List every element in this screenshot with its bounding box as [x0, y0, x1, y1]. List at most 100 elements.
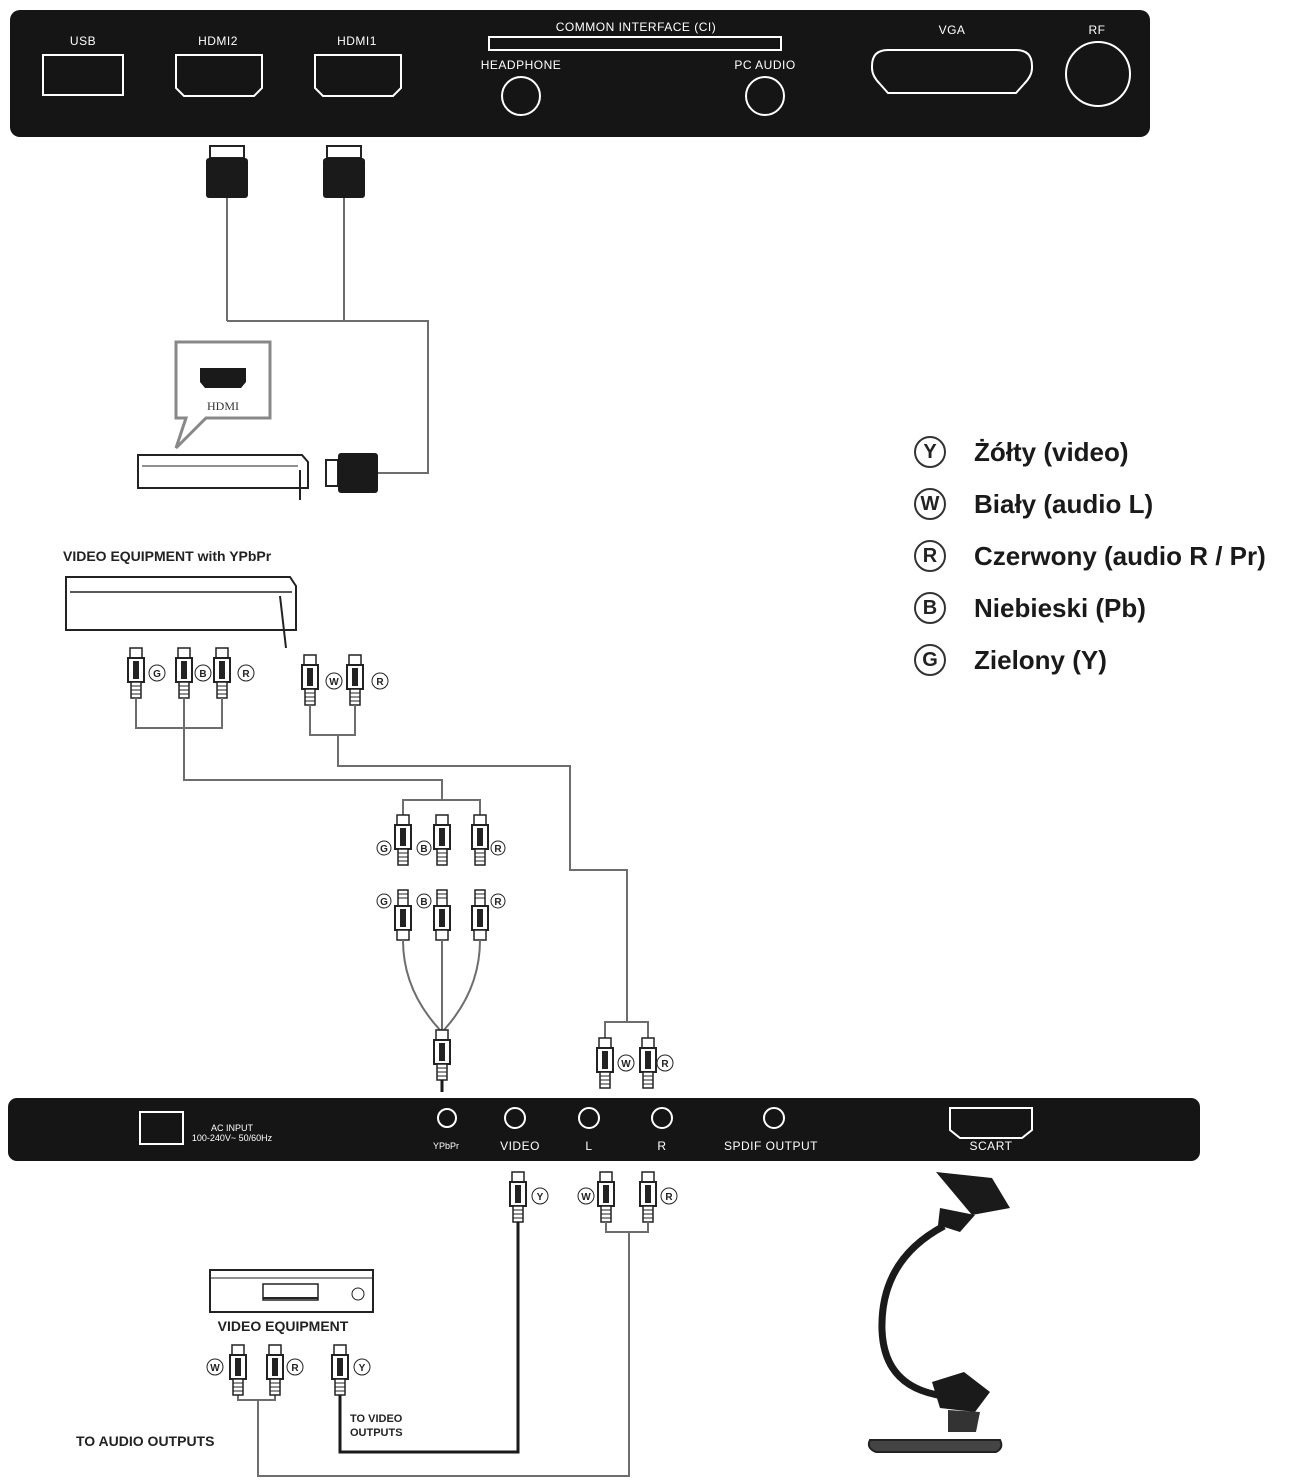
pc-audio-jack — [745, 76, 785, 116]
hdmi2-label: HDMI2 — [198, 34, 238, 48]
hdmi-cables — [206, 145, 429, 474]
svg-text:W: W — [329, 677, 339, 688]
legend-text: Niebieski (Pb) — [974, 592, 1146, 623]
video-jack — [504, 1107, 526, 1129]
badge-b-top: B — [194, 664, 212, 682]
scart-cable — [867, 1172, 1010, 1453]
ac-input-voltage: 100-240V~ 50/60Hz — [192, 1133, 273, 1143]
hdmi-source-device — [137, 454, 309, 489]
legend-badge: G — [914, 644, 946, 676]
svg-text:G: G — [380, 844, 388, 855]
hdmi-speech-bubble — [174, 340, 272, 450]
badge-g-mid2: G — [376, 893, 392, 909]
badge-g-top: G — [148, 664, 166, 682]
badge-w-equip: W — [206, 1358, 224, 1376]
scart-port — [949, 1107, 1033, 1139]
ypbpr-jack — [437, 1108, 457, 1128]
svg-text:Y: Y — [537, 1192, 544, 1203]
badge-r-audio-out: R — [660, 1187, 678, 1205]
hdmi1-label: HDMI1 — [337, 34, 377, 48]
svg-text:R: R — [494, 844, 502, 855]
color-legend: Y Żółty (video) W Biały (audio L) R Czer… — [914, 426, 1266, 686]
spdif-jack — [763, 1107, 785, 1129]
badge-r-top: R — [237, 664, 255, 682]
badge-r-mid1: R — [490, 840, 506, 856]
svg-text:R: R — [665, 1192, 673, 1203]
badge-r-mid2: R — [490, 893, 506, 909]
svg-text:B: B — [420, 844, 427, 855]
audio-l-label: L — [585, 1139, 592, 1153]
legend-item-yellow: Y Żółty (video) — [914, 426, 1266, 478]
badge-r-top2: R — [371, 672, 389, 690]
legend-badge: R — [914, 540, 946, 572]
to-video-outputs-label-1: TO VIDEO — [350, 1413, 403, 1425]
legend-badge: B — [914, 592, 946, 624]
hdmi-plug — [338, 453, 378, 493]
badge-r-equip: R — [286, 1358, 304, 1376]
hdmi-device: HDMI — [137, 340, 378, 500]
video-equipment-title: VIDEO EQUIPMENT — [218, 1318, 349, 1334]
legend-badge: W — [914, 488, 946, 520]
ci-slot — [488, 36, 782, 51]
video-label: VIDEO — [500, 1139, 540, 1153]
svg-text:G: G — [153, 669, 161, 680]
rf-label: RF — [1089, 23, 1106, 37]
badge-g-mid1: G — [376, 840, 392, 856]
usb-label: USB — [70, 34, 96, 48]
svg-text:B: B — [199, 669, 206, 680]
headphone-label: HEADPHONE — [481, 58, 562, 72]
component-adapter — [394, 799, 489, 1092]
to-video-outputs-label-2: OUTPUTS — [350, 1427, 403, 1439]
badge-w-audio-out: W — [577, 1187, 595, 1205]
legend-item-green: G Zielony (Y) — [914, 634, 1266, 686]
badge-r-panel: R — [656, 1054, 674, 1072]
audio-l-jack — [578, 1107, 600, 1129]
hdmi-port-icon — [200, 368, 246, 388]
ac-input-socket — [139, 1111, 184, 1145]
connector-badges: G B R W R G B R G B R W R Y W R W R Y — [148, 664, 678, 1376]
vga-port — [871, 49, 1033, 94]
svg-text:W: W — [210, 1363, 220, 1374]
top-panel: USB HDMI2 HDMI1 COMMON INTERFACE (CI) HE… — [10, 10, 1150, 137]
legend-badge: Y — [914, 436, 946, 468]
headphone-jack — [501, 76, 541, 116]
svg-text:G: G — [380, 897, 388, 908]
badge-y-video-out: Y — [531, 1187, 549, 1205]
svg-text:B: B — [420, 897, 427, 908]
spdif-label: SPDIF OUTPUT — [724, 1139, 818, 1153]
legend-text: Biały (audio L) — [974, 488, 1154, 519]
legend-item-blue: B Niebieski (Pb) — [914, 582, 1266, 634]
ci-label: COMMON INTERFACE (CI) — [556, 20, 717, 34]
scart-label: SCART — [970, 1139, 1013, 1153]
ypbpr-label: YPbPr — [433, 1141, 459, 1151]
svg-text:R: R — [661, 1059, 669, 1070]
badge-w-top: W — [325, 672, 343, 690]
legend-text: Zielony (Y) — [974, 644, 1107, 675]
legend-text: Żółty (video) — [974, 436, 1129, 467]
usb-port — [42, 54, 124, 96]
svg-text:R: R — [494, 897, 502, 908]
rf-port — [1065, 41, 1131, 107]
badge-b-mid2: B — [416, 893, 432, 909]
legend-text: Czerwony (audio R / Pr) — [974, 540, 1266, 571]
ypbpr-source-device — [65, 576, 297, 631]
ac-input-label: AC INPUT — [211, 1123, 254, 1133]
svg-text:W: W — [621, 1059, 631, 1070]
pc-audio-label: PC AUDIO — [734, 58, 795, 72]
badge-b-mid1: B — [416, 840, 432, 856]
hdmi2-port — [175, 54, 263, 97]
legend-item-white: W Biały (audio L) — [914, 478, 1266, 530]
audio-r-jack — [651, 1107, 673, 1129]
ypbpr-device-title: VIDEO EQUIPMENT with YPbPr — [63, 548, 272, 564]
audio-lr-plugs — [596, 1021, 657, 1089]
ypbpr-device: VIDEO EQUIPMENT with YPbPr — [63, 548, 628, 1022]
video-equipment: VIDEO EQUIPMENT TO AUDIO OUTPUTS TO VIDE… — [76, 1269, 403, 1449]
bottom-panel: AC INPUT 100-240V~ 50/60Hz YPbPr VIDEO L… — [8, 1098, 1200, 1161]
audio-r-label: R — [657, 1139, 666, 1153]
svg-text:Y: Y — [359, 1363, 366, 1374]
svg-text:R: R — [376, 677, 384, 688]
svg-text:W: W — [581, 1192, 591, 1203]
legend-item-red: R Czerwony (audio R / Pr) — [914, 530, 1266, 582]
badge-y-equip: Y — [353, 1358, 371, 1376]
